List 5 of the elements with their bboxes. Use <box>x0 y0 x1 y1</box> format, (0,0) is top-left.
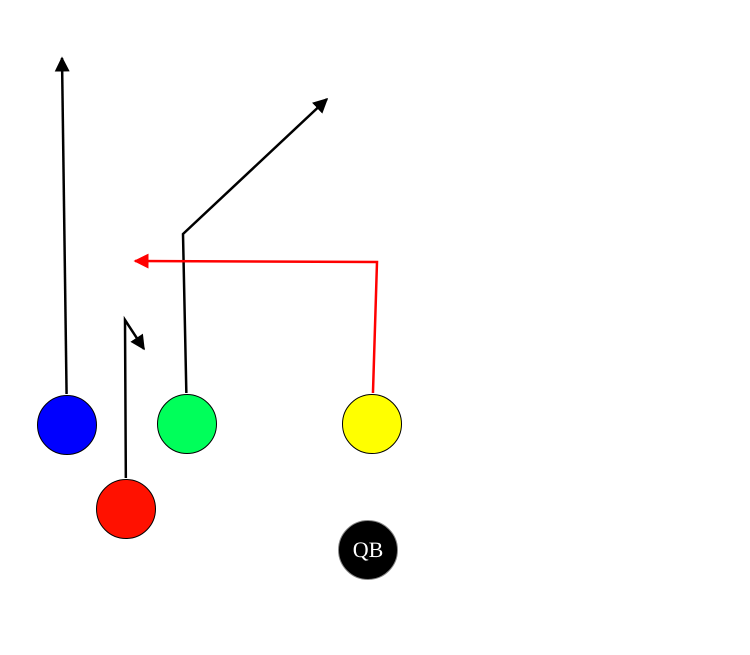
route-arrow <box>134 254 378 394</box>
route-arrow <box>124 316 146 478</box>
route-arrow <box>182 98 328 394</box>
quarterback-circle: QB <box>338 520 398 580</box>
route-arrow <box>54 56 70 394</box>
